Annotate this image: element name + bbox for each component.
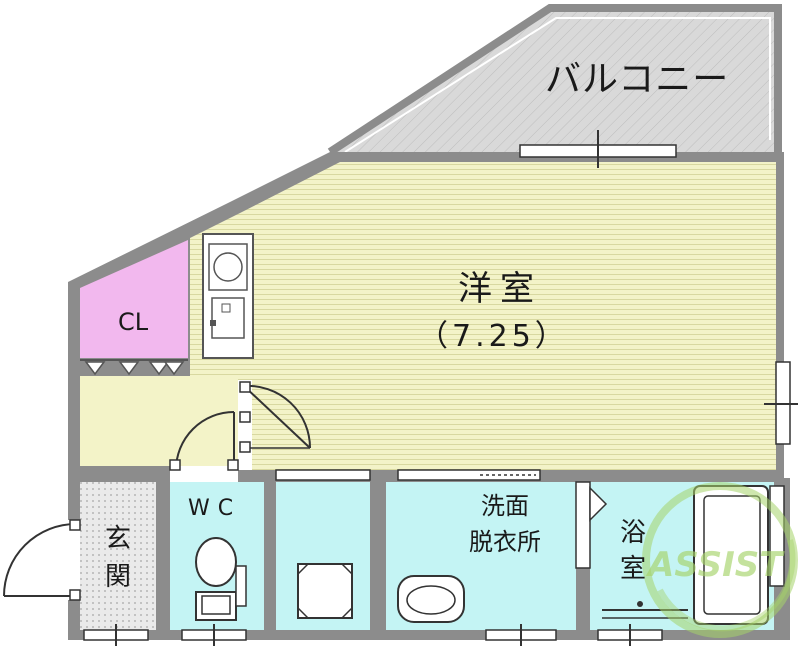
western-room-label: 洋室	[458, 269, 542, 309]
storage	[275, 469, 371, 630]
washroom	[386, 469, 576, 630]
bathroom-label: 浴室	[619, 518, 646, 584]
kitchen-counter	[202, 233, 254, 359]
corridor	[80, 376, 238, 466]
wc	[170, 482, 264, 630]
closet-label: CL	[118, 308, 149, 336]
balcony	[327, 4, 782, 156]
front-door	[3, 519, 81, 601]
closet	[80, 240, 188, 376]
entrance	[80, 482, 160, 630]
wc-door	[169, 411, 239, 482]
assist-logo: ASSIST	[642, 482, 798, 638]
room-door	[238, 380, 312, 470]
wc-label: WC	[188, 496, 242, 521]
western-room	[190, 162, 776, 470]
svg-text:ASSIST: ASSIST	[645, 545, 785, 585]
windows	[83, 130, 798, 646]
entrance-label: 玄関	[104, 524, 131, 592]
balcony-label: バルコニー	[545, 59, 730, 100]
western-room-size: （7.25）	[418, 319, 569, 354]
washroom-label: 洗面脱衣所	[469, 492, 541, 556]
bathroom	[575, 481, 785, 630]
